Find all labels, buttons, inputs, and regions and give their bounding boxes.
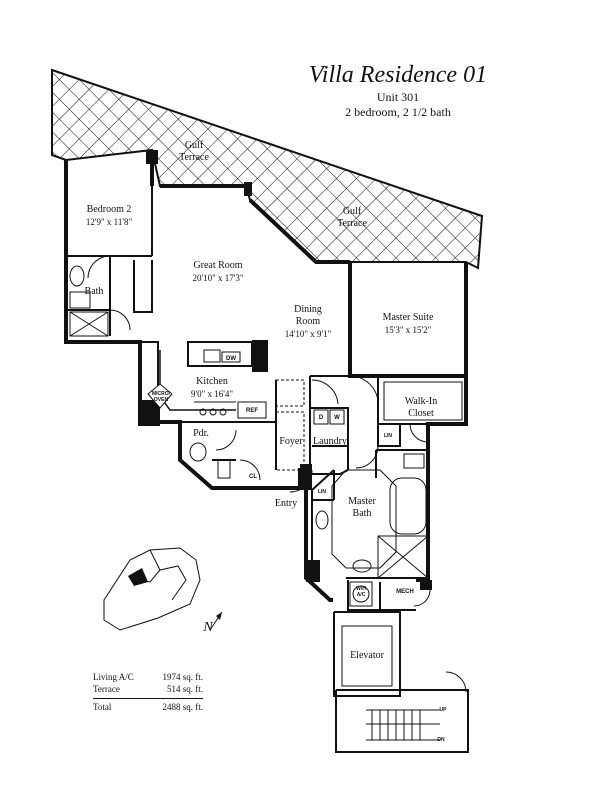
stairs [366,709,440,741]
dishwasher-label: DW [226,356,236,362]
key-plan-unit-marker [128,568,148,586]
linen-closet-label-2: LIN [317,489,327,495]
stairs-down-label: DN [437,737,445,743]
area-row-total: Total 2488 sq. ft. [93,702,203,712]
area-row-living: Living A/C 1974 sq. ft. [93,672,203,682]
laundry-label: Laundry [313,436,347,447]
closet-label: CL [249,474,257,480]
unit-number: Unit 301 [376,90,420,104]
foyer-label: Foyer [279,436,303,447]
plan-title: Villa Residence 01 [308,62,488,88]
north-arrow-label: N [203,620,213,635]
elevator-label: Elevator [350,650,384,661]
stairs-up-label: UP [439,707,447,713]
dryer-label: D [318,415,324,421]
bath-label: Bath [84,286,104,297]
powder-room-label: Pdr. [193,428,209,439]
mechanical-label: MECH [396,589,414,595]
interior-walls [66,186,469,753]
entry-label: Entry [274,498,298,509]
washer-label: W [334,415,340,421]
kitchen-island [187,341,253,367]
area-divider [93,698,203,699]
microwave-oven-label: MICRO/OVEN [151,391,171,403]
area-summary: Living A/C 1974 sq. ft. Terrace 514 sq. … [93,671,203,713]
refrigerator-label: REF [246,408,258,414]
kitchen-counter [159,350,236,411]
area-row-terrace: Terrace 514 sq. ft. [93,684,203,694]
bath-fixtures [69,255,131,337]
structural-columns [138,150,432,590]
master-bath-fixtures [315,423,429,579]
linen-closet-label-1: LIN [383,433,393,439]
key-plan [103,547,201,631]
unit-description: 2 bedroom, 2 1/2 bath [345,105,451,119]
